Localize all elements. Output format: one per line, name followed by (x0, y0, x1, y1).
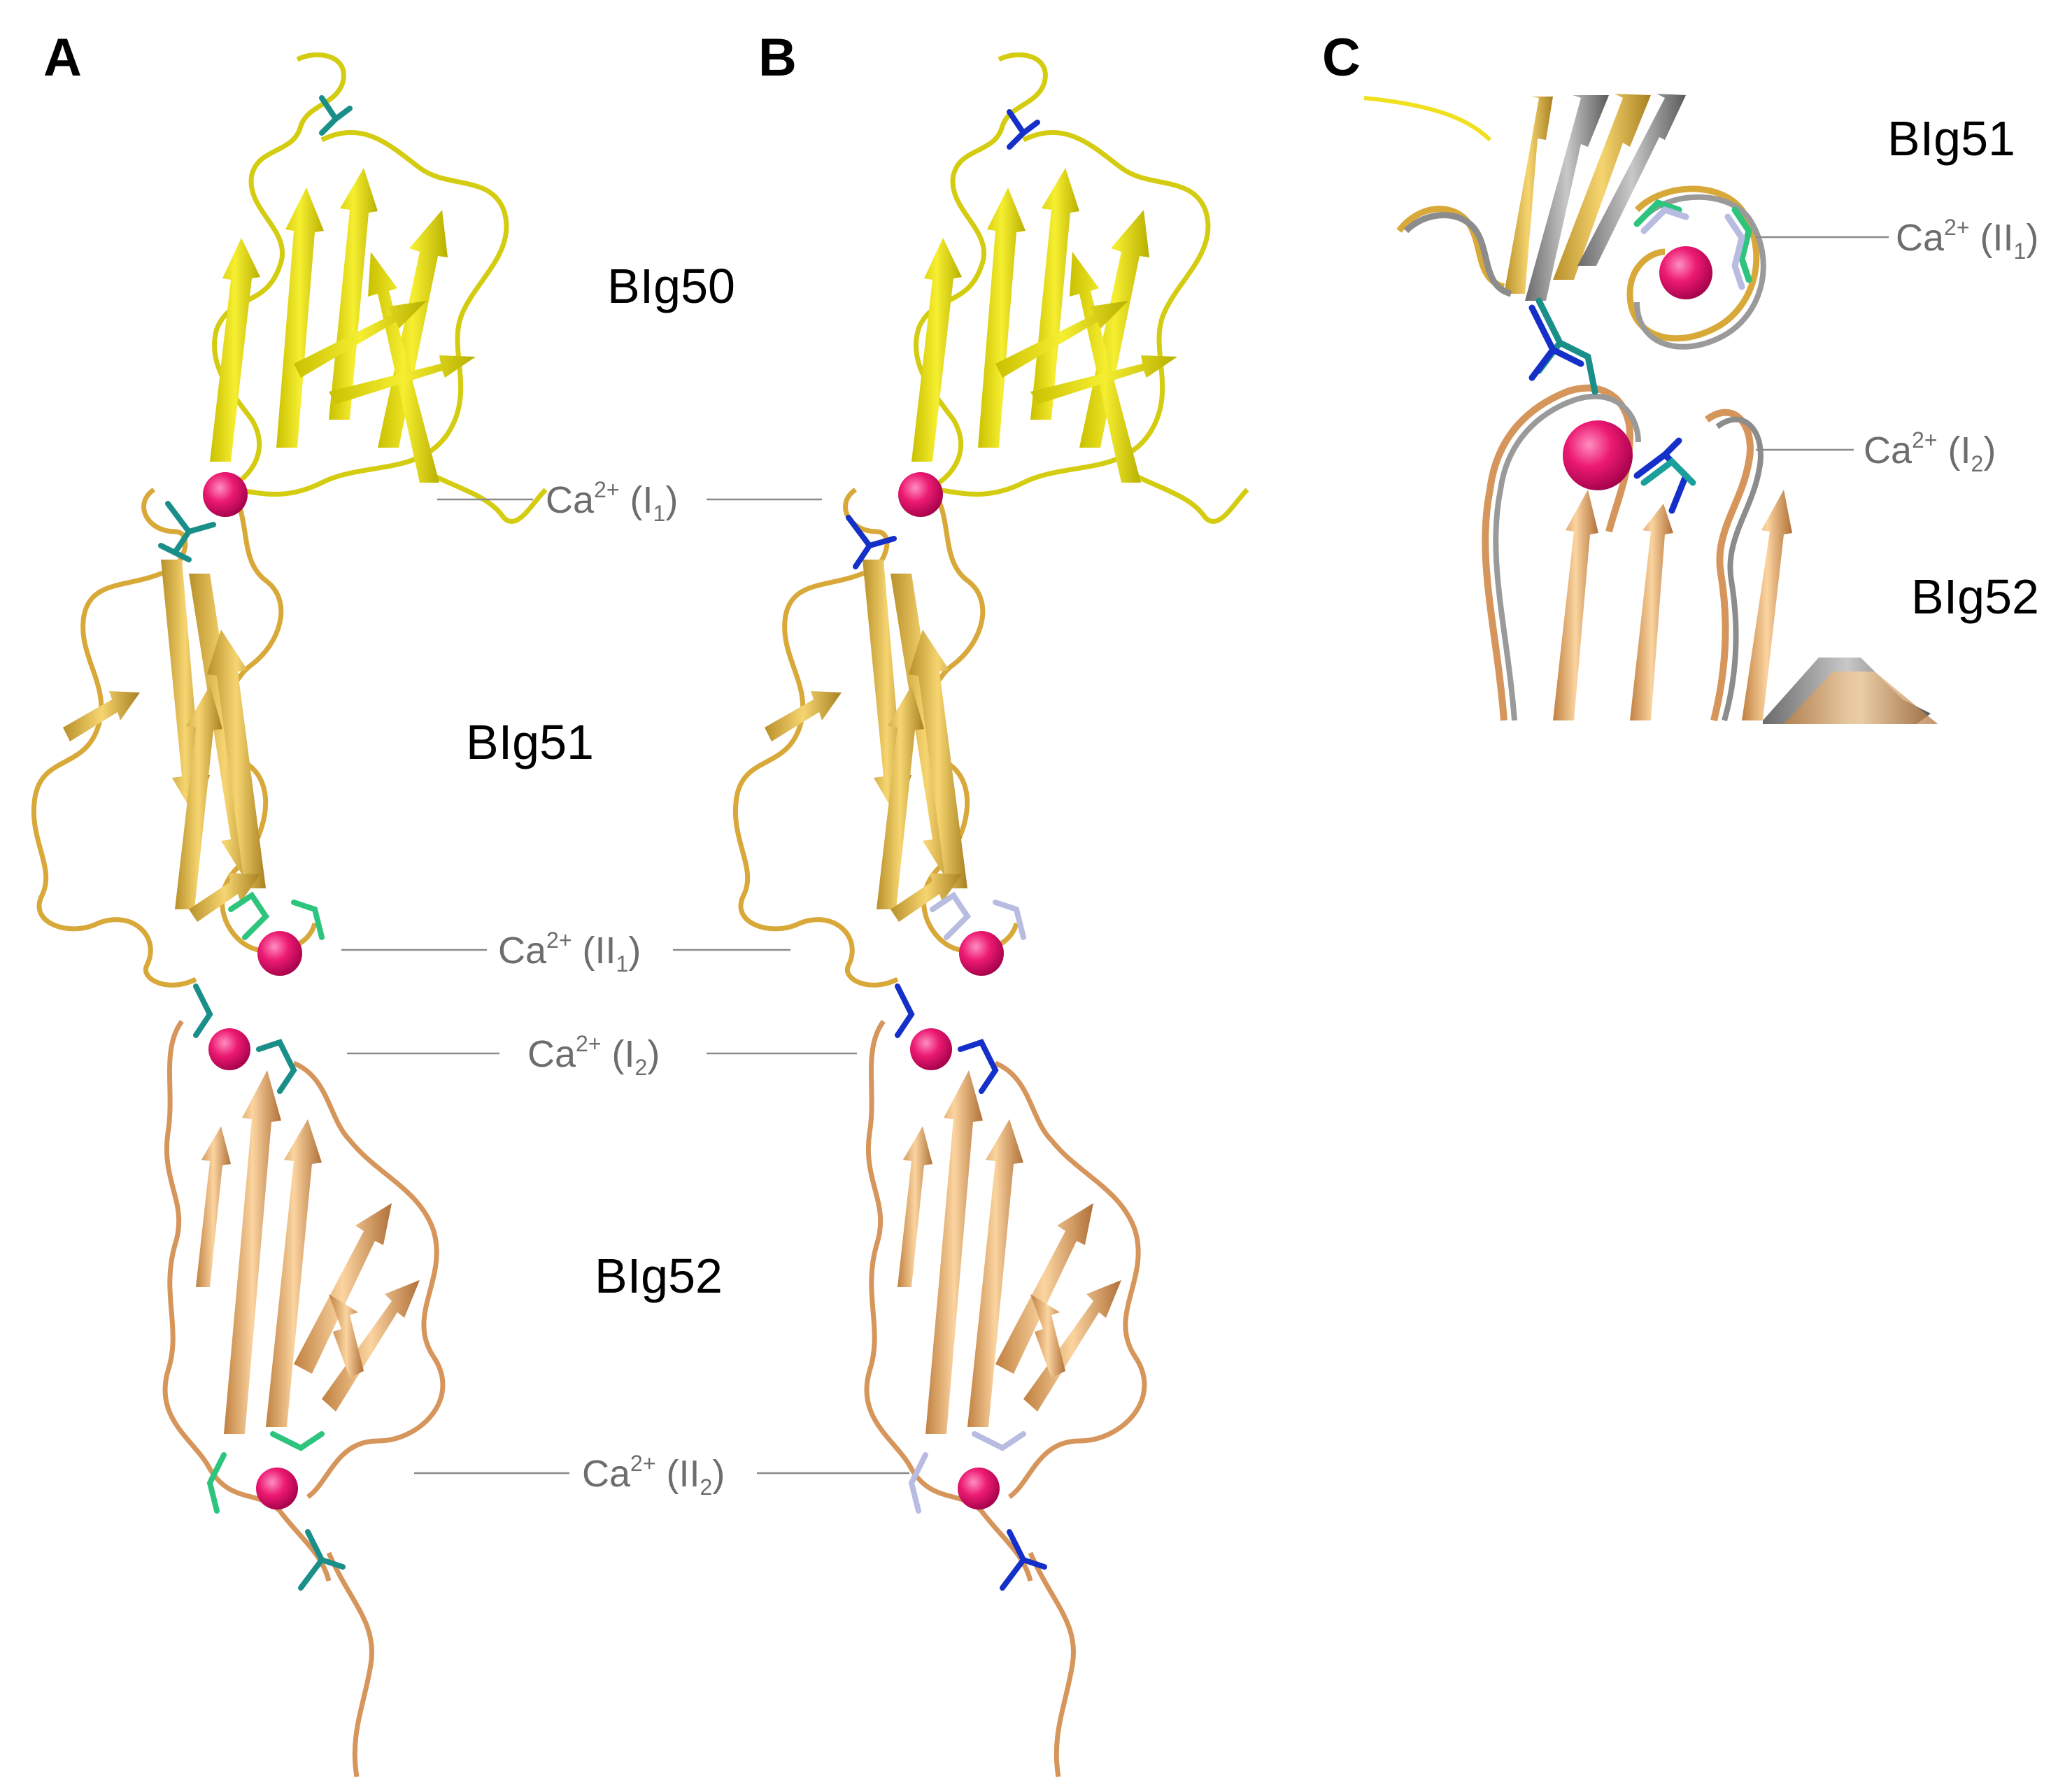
calcium-ion (910, 1028, 952, 1070)
residue-sticks-teal (298, 1529, 346, 1591)
residue-sticks-blue (1633, 437, 1690, 514)
panel-c-domain-label-big51: BIg51 (1887, 111, 2015, 166)
calcium-ion (898, 472, 943, 517)
calcium-ion (959, 931, 1004, 976)
panel-a-residues (158, 95, 353, 1591)
panel-b-letter: B (758, 28, 797, 87)
residue-sticks-green (206, 1431, 325, 1514)
residue-sticks-blue (1528, 304, 1584, 381)
domain-label-big51: BIg51 (466, 715, 594, 769)
residue-sticks-teal (319, 95, 353, 136)
residue-sticks-teal (193, 983, 297, 1094)
ca-label-i1: Ca2+ (I1) (546, 477, 678, 526)
residue-sticks-lavender (908, 1431, 1026, 1514)
domain-label-big50: BIg50 (607, 259, 735, 313)
calcium-ion (958, 1468, 1000, 1510)
calcium-site-labels: Ca2+ (I1) Ca2+ (II1) Ca2+ (I2) Ca2+ (II2… (341, 477, 909, 1500)
residue-sticks-blue (895, 983, 999, 1094)
panel-c-domain-label-big52: BIg52 (1911, 569, 2039, 624)
residue-sticks-green (228, 891, 325, 940)
panel-c-ca-label-i2: Ca2+ (I2) (1864, 427, 1996, 476)
calcium-ion (256, 1468, 298, 1510)
calcium-ion (1563, 420, 1633, 490)
panel-b-protein-model (735, 55, 1247, 1777)
residue-sticks-lavender (930, 891, 1026, 940)
calcium-ion (208, 1028, 250, 1070)
ca-label-ii1: Ca2+ (II1) (498, 928, 641, 976)
residue-sticks-blue (1007, 109, 1040, 150)
panel-c: C (1322, 28, 2039, 724)
panel-a-protein-model (34, 55, 546, 1777)
calcium-ion (203, 472, 248, 517)
calcium-ion (1659, 246, 1712, 299)
panel-c-letter: C (1322, 28, 1361, 87)
panel-b-residues (846, 109, 1047, 1591)
residue-sticks-teal (1640, 457, 1696, 486)
panel-a: A BIg50 BIg51 BIg52 (34, 28, 735, 1777)
residue-sticks-teal (1535, 297, 1598, 395)
residue-sticks-teal (158, 501, 216, 562)
ca-label-i2: Ca2+ (I2) (527, 1031, 660, 1080)
panel-c-ca-label-ii1: Ca2+ (II1) (1896, 215, 2038, 264)
calcium-ion (257, 931, 302, 976)
domain-label-big52: BIg52 (595, 1249, 723, 1303)
residue-sticks-blue (1000, 1529, 1047, 1591)
residue-sticks-blue (846, 515, 897, 569)
ca-label-ii2: Ca2+ (II2) (582, 1451, 725, 1500)
panel-b: B (735, 28, 1247, 1777)
residue-sticks-lavender (1640, 206, 1745, 290)
panel-c-superposition (1363, 94, 1938, 724)
panel-a-letter: A (43, 28, 82, 87)
residue-sticks-green (1633, 199, 1752, 283)
